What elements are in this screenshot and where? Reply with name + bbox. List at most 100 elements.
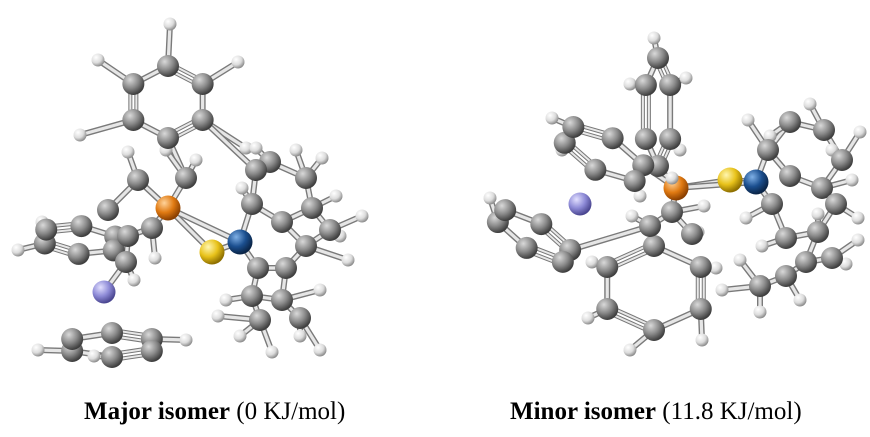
hydrogen-atom [741,113,755,127]
hydrogen-atom [633,189,647,203]
hydrogen-atom [211,309,225,323]
metal-atom [568,192,592,216]
hydrogen-atom [249,141,263,155]
carbon-atom [825,193,847,215]
hydrogen-atom [811,207,825,221]
carbon-atom [551,250,574,273]
carbon-atom [749,275,771,297]
carbon-atom [157,55,179,77]
carbon-atom [761,193,783,215]
carbon-atom [127,169,149,191]
carbon-atom [584,158,607,181]
minor-isomer-energy: (11.8 KJ/mol) [662,398,802,425]
carbon-atom [249,309,271,331]
hydrogen-atom [239,141,253,155]
carbon-atom [779,111,801,133]
carbon-atom [596,298,619,320]
carbon-atom [295,167,317,189]
hydrogen-atom [585,255,599,269]
carbon-atom [141,217,163,239]
carbon-atom [61,328,84,350]
carbon-atom [689,298,712,320]
carbon-atom [157,127,179,149]
hydrogen-atom [839,257,853,271]
hydrogen-atom [313,283,327,297]
hydrogen-atom [148,251,162,265]
hydrogen-atom [189,153,203,167]
carbon-atom [35,218,58,241]
carbon-atom [115,251,137,273]
hydrogen-atom [235,181,249,195]
hydrogen-atom [623,343,637,357]
hydrogen-atom [695,333,709,347]
hydrogen-atom [647,31,661,45]
carbon-atom [191,73,214,95]
sulfur-atom [717,167,743,193]
carbon-atom [807,221,829,243]
hydrogen-atom [623,77,637,91]
hydrogen-atom [121,145,135,159]
carbon-atom [596,256,619,278]
major-isomer-energy: (0 KJ/mol) [236,398,346,425]
carbon-atom [643,319,665,341]
major-isomer-label: Major isomer [84,398,231,425]
hydrogen-atom [697,199,711,213]
carbon-atom [295,235,317,257]
carbon-atom [634,128,657,150]
carbon-atom [813,119,835,141]
hydrogen-atom [483,191,497,205]
carbon-atom [811,177,833,199]
hydrogen-atom [665,171,679,185]
blue-atom [743,169,769,195]
metal-atom [92,280,116,304]
carbon-atom [779,165,801,187]
hydrogen-atom [87,349,101,363]
carbon-atom [191,109,214,131]
carbon-atom [757,139,779,161]
carbon-atom [241,285,263,307]
carbon-atom [67,242,90,265]
carbon-atom [494,199,517,222]
hydrogen-atom [845,173,859,187]
minor-isomer-label: Minor isomer [510,398,657,425]
carbon-atom [101,346,123,368]
hydrogen-atom [265,345,279,359]
bond [166,206,242,244]
carbon-atom [122,109,145,131]
hydrogen-atom [91,53,105,67]
hydrogen-atom [11,243,25,257]
minor-isomer-structure [483,31,867,357]
carbon-atom [562,116,585,139]
hydrogen-atom [545,111,559,125]
hydrogen-atom [127,273,141,287]
hydrogen-atom [219,293,233,307]
hydrogen-atom [293,329,307,343]
carbon-atom [601,127,624,150]
carbon-atom [140,340,163,362]
phosphorus-atom [155,195,181,221]
hydrogen-atom [625,209,639,223]
carbon-atom [659,128,682,150]
carbon-atom [661,201,683,223]
major-isomer-structure [11,17,369,368]
hydrogen-atom [679,71,693,85]
carbon-atom [775,265,797,287]
hydrogen-atom [313,343,327,357]
hydrogen-atom [341,253,355,267]
carbon-atom [175,167,197,189]
major-isomer-caption: Major isomer (0 KJ/mol) [84,398,345,426]
carbon-atom [289,307,311,329]
hydrogen-atom [715,283,729,297]
hydrogen-atom [73,128,87,142]
carbon-atom [271,211,293,233]
hydrogen-atom [803,97,817,111]
carbon-atom [70,215,93,238]
carbon-atom [795,251,817,273]
carbon-atom [122,73,145,95]
carbon-atom [245,159,267,181]
hydrogen-atom [851,233,865,247]
blue-atom [227,229,253,255]
carbon-atom [247,257,269,279]
carbon-atom [241,193,263,215]
hydrogen-atom [315,151,329,165]
